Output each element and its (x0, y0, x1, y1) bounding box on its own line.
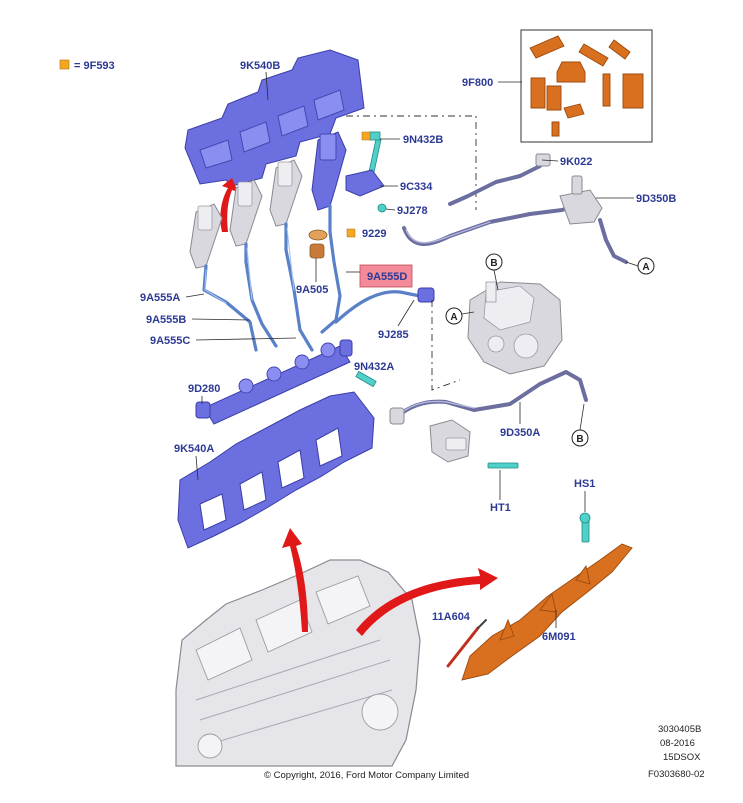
ref-code-2: 08-2016 (660, 738, 695, 749)
label-9j285: 9J285 (378, 299, 415, 341)
label-6m091: 6M091 (542, 610, 576, 643)
svg-text:9D280: 9D280 (188, 383, 220, 395)
assembly-arrow-upper (220, 178, 238, 232)
svg-text:A: A (642, 262, 649, 273)
svg-text:9K540B: 9K540B (240, 60, 280, 72)
label-9a555b: 9A555B (146, 314, 251, 326)
injectors (189, 131, 347, 269)
return-hose-9d350b (402, 153, 628, 264)
engine-block (175, 559, 421, 767)
svg-text:A: A (450, 312, 457, 323)
label-9d350b: 9D350B (596, 193, 676, 205)
ref-code-4: F0303680-02 (648, 769, 705, 780)
legend-text: = 9F593 (74, 60, 115, 72)
svg-text:9J278: 9J278 (397, 205, 428, 217)
callout-b-pump: B (485, 253, 503, 291)
svg-text:9J285: 9J285 (378, 329, 409, 341)
glow-plug-harness-6m091 (446, 512, 633, 681)
svg-text:9A555D: 9A555D (367, 271, 407, 283)
svg-text:6M091: 6M091 (542, 631, 576, 643)
reference-lines (346, 115, 477, 391)
svg-text:9F800: 9F800 (462, 77, 493, 89)
svg-text:9N432A: 9N432A (354, 361, 394, 373)
label-9k540a: 9K540A (174, 443, 214, 481)
label-9n432b: 9N432B (380, 134, 443, 146)
legend: = 9F593 (59, 59, 115, 72)
callout-a-pump: A (445, 307, 475, 325)
label-9j278: 9J278 (385, 205, 428, 217)
svg-text:9229: 9229 (362, 228, 386, 240)
caps-kit-9f800 (520, 29, 653, 143)
svg-text:9C334: 9C334 (400, 181, 433, 193)
assembly-arrow-manifold (282, 528, 308, 632)
supply-hose-9d350a (389, 370, 588, 469)
label-9f800: 9F800 (462, 77, 522, 89)
label-9n432a: 9N432A (354, 361, 394, 373)
footer: © Copyright, 2016, Ford Motor Company Li… (264, 724, 705, 781)
svg-text:9N432B: 9N432B (403, 134, 443, 146)
svg-text:11A604: 11A604 (432, 611, 471, 623)
callout-a-hose: A (625, 257, 655, 275)
ref-code-1: 3030405B (658, 724, 701, 735)
label-9a555a: 9A555A (140, 292, 205, 304)
svg-text:B: B (490, 258, 497, 269)
label-ht1: HT1 (490, 470, 511, 514)
svg-text:9A555C: 9A555C (150, 335, 190, 347)
fuel-pipes (202, 204, 435, 352)
svg-text:B: B (576, 434, 583, 445)
fuel-rail-9d280 (195, 339, 377, 425)
lower-manifold-9k540a (177, 391, 375, 549)
label-9d350a: 9D350A (500, 402, 540, 439)
label-hs1: HS1 (574, 478, 595, 512)
callout-b-hose: B (571, 403, 589, 447)
legend-swatch (59, 59, 70, 70)
svg-text:9D350A: 9D350A (500, 427, 540, 439)
svg-text:9K540A: 9K540A (174, 443, 214, 455)
label-9c334: 9C334 (380, 181, 433, 193)
copyright-text: © Copyright, 2016, Ford Motor Company Li… (264, 770, 469, 781)
label-9a505: 9A505 (296, 258, 328, 296)
svg-text:9A555B: 9A555B (146, 314, 186, 326)
assembly-arrow-harness (356, 568, 498, 636)
label-9d280: 9D280 (188, 383, 220, 404)
svg-text:9D350B: 9D350B (636, 193, 676, 205)
clamp-parts (308, 131, 387, 259)
fuel-pump (467, 281, 563, 375)
ref-code-3: 15DSOX (663, 752, 701, 763)
label-9a555c: 9A555C (150, 335, 297, 347)
label-9k540b: 9K540B (240, 60, 280, 101)
svg-text:9K022: 9K022 (560, 156, 592, 168)
label-9a555d: 9A555D (346, 264, 413, 288)
svg-text:HT1: HT1 (490, 502, 511, 514)
label-9k022: 9K022 (541, 156, 592, 168)
svg-text:HS1: HS1 (574, 478, 595, 490)
label-9229: 9229 (362, 228, 386, 240)
label-11a604: 11A604 (432, 611, 471, 623)
svg-text:9A555A: 9A555A (140, 292, 180, 304)
svg-text:9A505: 9A505 (296, 284, 328, 296)
